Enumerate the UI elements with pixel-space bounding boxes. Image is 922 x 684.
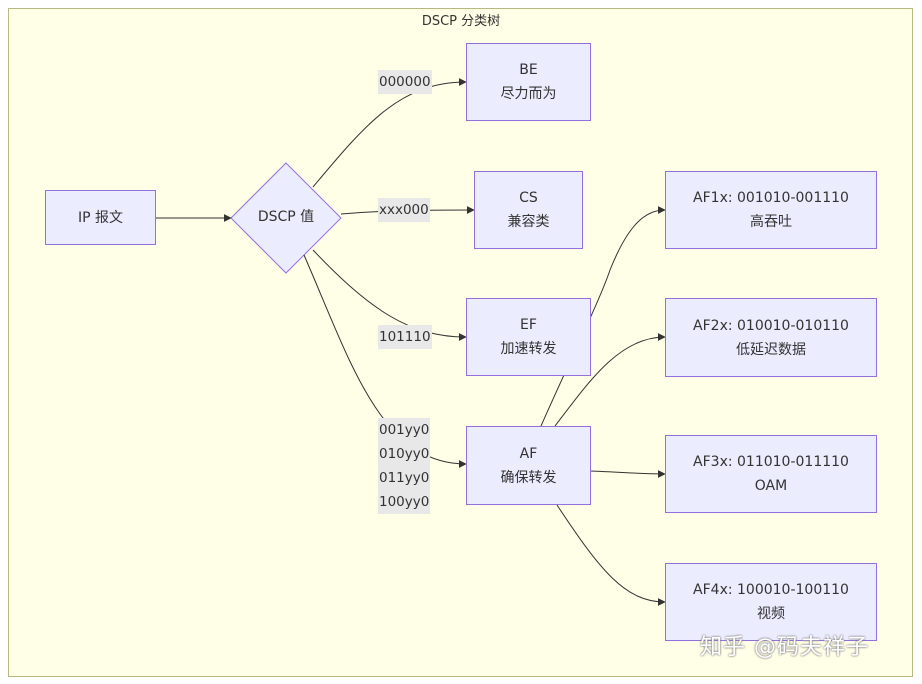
node-ip-packet: IP 报文 <box>45 190 156 245</box>
node-af4-desc: 视频 <box>757 606 785 622</box>
edge-af-af3 <box>589 469 666 478</box>
node-be: BE 尽力而为 <box>466 43 591 121</box>
edge-label-af-3: 011yy0 <box>379 470 430 486</box>
node-dscp-value-label: DSCP 值 <box>257 209 315 225</box>
node-ef: EF 加速转发 <box>466 298 591 376</box>
node-af1-desc: 高吞吐 <box>750 214 792 230</box>
edge-label-ef: 101110 <box>378 325 432 349</box>
edge-dscp-ef <box>312 249 467 341</box>
node-af4: AF4x: 100010-100110 视频 <box>665 563 877 641</box>
node-be-title: BE <box>519 62 538 78</box>
node-cs-desc: 兼容类 <box>507 214 550 230</box>
edge-label-af-2: 010yy0 <box>379 446 430 462</box>
edge-dscp-be <box>312 78 467 188</box>
node-af-title: AF <box>519 445 538 462</box>
node-af: AF 确保转发 <box>466 426 591 505</box>
node-af3-desc: OAM <box>754 478 788 494</box>
node-be-desc: 尽力而为 <box>500 86 557 102</box>
node-ef-desc: 加速转发 <box>500 341 557 357</box>
node-af4-title: AF4x: 100010-100110 <box>693 582 849 598</box>
node-cs-title: CS <box>519 190 538 206</box>
node-ip-packet-label: IP 报文 <box>77 209 124 226</box>
watermark: 知乎 @码夫祥子 <box>700 635 869 660</box>
edge-label-cs: xxx000 <box>378 198 430 222</box>
edge-label-af-1: 001yy0 <box>379 422 430 438</box>
node-af-desc: 确保转发 <box>500 469 557 486</box>
node-af3-title: AF3x: 011010-011110 <box>693 454 849 470</box>
edge-af-af2 <box>554 333 666 427</box>
node-af2-desc: 低延迟数据 <box>736 341 806 358</box>
node-af2: AF2x: 010010-010110 低延迟数据 <box>665 298 877 377</box>
edge-label-af: 001yy0 010yy0 011yy0 100yy0 <box>378 418 431 514</box>
node-cs: CS 兼容类 <box>474 171 583 249</box>
node-af1-title: AF1x: 001010-001110 <box>693 190 849 206</box>
node-af3: AF3x: 011010-011110 OAM <box>665 435 877 513</box>
edge-label-af-4: 100yy0 <box>379 494 430 510</box>
edge-dscp-af <box>303 254 467 468</box>
node-ef-title: EF <box>520 317 537 333</box>
dscp-decision-diamond <box>230 162 342 274</box>
node-af1: AF1x: 001010-001110 高吞吐 <box>665 171 877 249</box>
edge-af-af4 <box>556 504 666 606</box>
edge-label-be: 000000 <box>378 70 432 94</box>
diagram-title: DSCP 分类树 <box>421 14 501 29</box>
node-af2-title: AF2x: 010010-010110 <box>693 317 849 334</box>
